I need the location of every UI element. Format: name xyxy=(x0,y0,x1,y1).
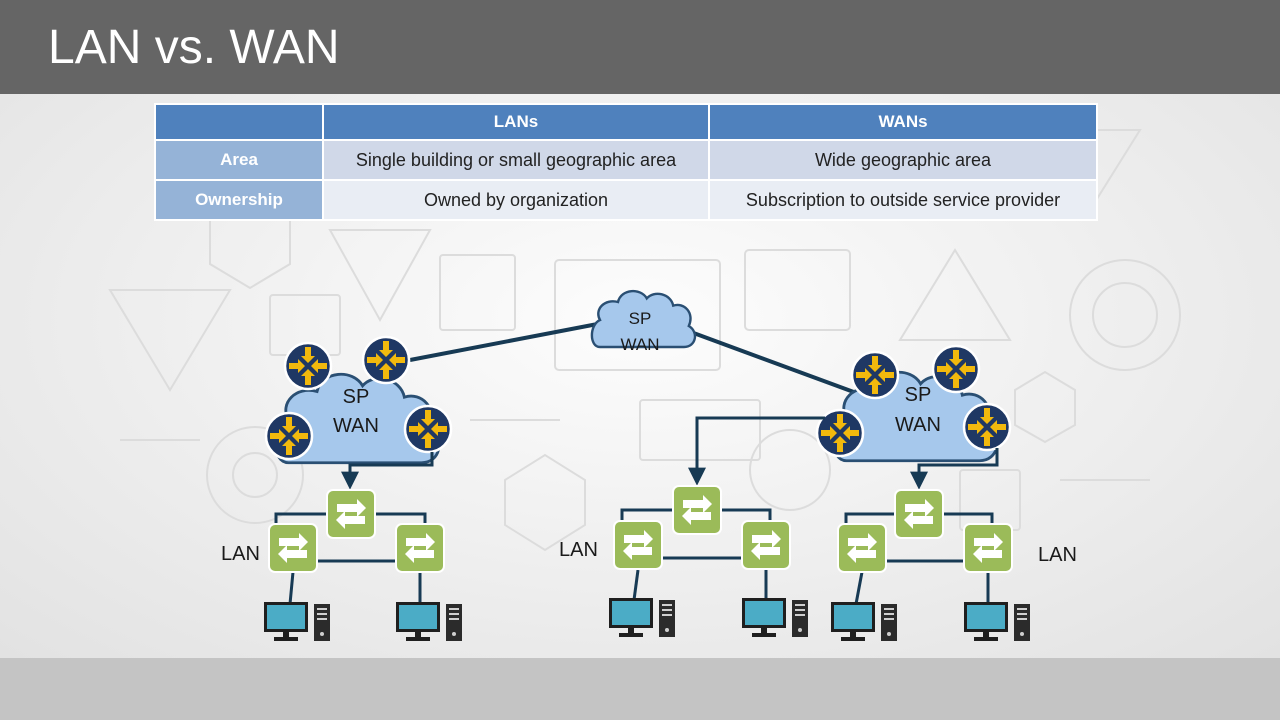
center-cloud-label-line1: SP xyxy=(629,309,652,328)
wan-links xyxy=(409,320,871,400)
left-cloud-label-line1: SP xyxy=(343,386,370,408)
lan-label-middle: LAN xyxy=(559,539,598,561)
computer-icon xyxy=(831,602,897,641)
cell-area-wan: Wide geographic area xyxy=(708,139,1098,181)
link-left-to-center xyxy=(409,320,609,362)
table-header-lans: LANs xyxy=(322,103,710,141)
table-header-wans: WANs xyxy=(708,103,1098,141)
table-header-corner xyxy=(154,103,324,141)
row-label-ownership: Ownership xyxy=(154,179,324,221)
router-icon xyxy=(403,404,453,454)
table-row-area: Area Single building or small geographic… xyxy=(154,139,1098,181)
right-cloud-label-line2: WAN xyxy=(895,414,941,436)
computer-icon xyxy=(264,602,330,641)
slide-title: LAN vs. WAN xyxy=(48,21,340,74)
computer-icon xyxy=(396,602,462,641)
switch-icon xyxy=(268,523,318,573)
switch-icon xyxy=(837,523,887,573)
link-right-to-center xyxy=(679,326,871,400)
router-icon xyxy=(962,402,1012,452)
switch-icon xyxy=(672,485,722,535)
row-label-area: Area xyxy=(154,139,324,181)
center-cloud-label-line2: WAN xyxy=(620,335,659,354)
table-header-row: LANs WANs xyxy=(154,103,1098,141)
lan-label-left: LAN xyxy=(221,543,260,565)
computer-icon xyxy=(609,598,675,637)
cell-ownership-wan: Subscription to outside service provider xyxy=(708,179,1098,221)
computer-icon xyxy=(742,598,808,637)
cell-ownership-lan: Owned by organization xyxy=(322,179,710,221)
lan-label-right: LAN xyxy=(1038,544,1077,566)
table-row-ownership: Ownership Owned by organization Subscrip… xyxy=(154,179,1098,221)
left-cloud-label-line2: WAN xyxy=(333,415,379,437)
router-icon xyxy=(850,350,900,400)
switch-icon xyxy=(741,520,791,570)
switch-icon xyxy=(613,520,663,570)
computer-icon xyxy=(964,602,1030,641)
router-icon xyxy=(283,341,333,391)
switch-icon xyxy=(395,523,445,573)
switch-icon xyxy=(963,523,1013,573)
switch-icon xyxy=(894,489,944,539)
switch-icon xyxy=(326,489,376,539)
cell-area-lan: Single building or small geographic area xyxy=(322,139,710,181)
title-bar: LAN vs. WAN xyxy=(0,0,1280,94)
comparison-table: LANs WANs Area Single building or small … xyxy=(154,103,1098,221)
router-icon xyxy=(264,411,314,461)
footer-bar xyxy=(0,658,1280,720)
background-decoration xyxy=(108,129,1181,552)
router-icon xyxy=(931,344,981,394)
right-cloud-label-line1: SP xyxy=(905,384,932,406)
wan-lan-links xyxy=(341,416,999,490)
router-icon xyxy=(361,335,411,385)
